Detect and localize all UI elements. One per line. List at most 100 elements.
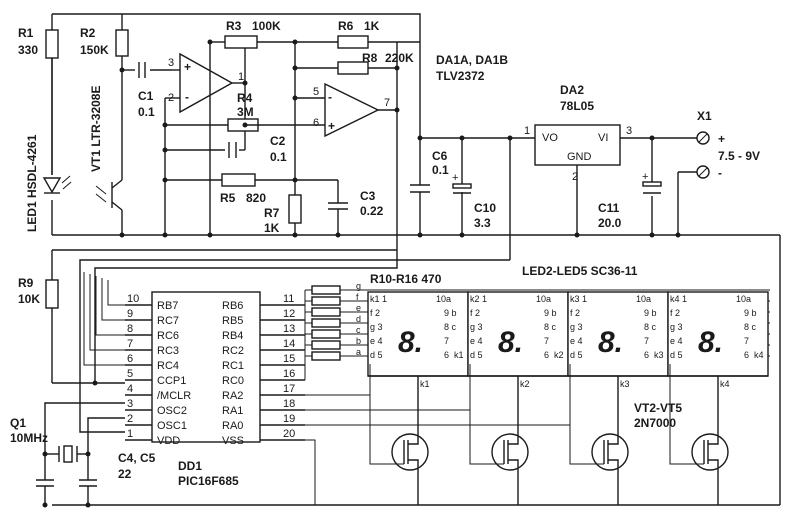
mosfet-source [508,459,519,505]
c6-ref: C6 [432,149,448,163]
opamp-da1b: - + 5 6 7 [313,82,390,138]
segment-letter: d [356,314,361,324]
display-pin-e4: e 4 [470,336,483,346]
mcu-left-pins: RB710RC79RC68RC37RC46CCP15/MCLR4OSC23OSC… [83,272,191,447]
mosfet-body [591,433,629,471]
display-pin-6: 6 [544,350,549,360]
r5-ref: R5 [220,191,236,205]
mcu-pin-name: RC6 [157,330,179,342]
vt1-phototransistor: VT1 LTR-3208E [89,86,123,211]
mcu-dd1: DD1 PIC16F685 [151,291,261,488]
mcu-left-wire [107,280,125,306]
opamp2-pin6: 6 [313,117,319,129]
display-pin-1: 1 [682,294,687,304]
mcu-left-wire [101,278,125,321]
display-pin-8c: 8 c [544,322,557,332]
vss-wire [305,439,316,505]
mcu-pin-number: 5 [127,368,133,380]
mcu-pin-number: 10 [127,293,139,305]
r2-ref: R2 [80,26,96,40]
mcu-pin-number: 1 [127,428,133,440]
resistor-r5: R5 820 [220,173,266,205]
c45-ref: C4, C5 [118,451,156,465]
resistor-r9: R9 10K [18,249,397,384]
display-pin-g3: g 3 [570,322,583,332]
mcu-pin-number: 16 [283,368,295,380]
resistor-r7: R7 1K [264,194,302,235]
opamp2-pin5: 5 [313,86,319,98]
opamp1-pin1: 1 [238,71,244,83]
r1-ref: R1 [18,26,34,40]
c11-value: 20.0 [598,216,622,230]
x1-minus: - [718,166,722,180]
vt-value: 2N7000 [634,416,676,430]
mcu-pin-number: 8 [127,323,133,335]
display-pin-1: 1 [582,294,587,304]
mcu-pin-name: RC1 [222,360,244,372]
da2-ref: DA2 [560,83,584,97]
resistor-r6: R6 1K [295,19,420,49]
mosfet-drain [408,428,419,445]
display-pin-6: 6 [644,350,649,360]
display-pin-g3: g 3 [470,322,483,332]
junction-dots [42,39,681,508]
capacitor-c2: C2 0.1 [228,134,287,164]
mcu-left-wire [95,276,125,336]
mcu-pin-name: RA1 [222,405,243,417]
c1-ref: C1 [138,89,154,103]
capacitor-c1: C1 0.1 [138,62,155,119]
display-pin-9b: 9 b [644,308,657,318]
gate-drive-wire [305,394,371,464]
c11-plus: + [642,171,648,183]
mosfet-drain [508,428,519,445]
display-k-bottom: k1 [420,379,430,389]
leds-label: LED2-LED5 SC36-11 [522,264,638,278]
display-pin-9b: 9 b [544,308,557,318]
mcu-pin-number: 18 [283,398,295,410]
mosfet-drain [608,428,619,445]
resistor-r2: R2 150K [80,26,129,57]
mcu-left-wire [83,272,125,366]
x1-ref: X1 [697,109,712,123]
c2-ref: C2 [270,134,286,148]
display-k-top: k2 [470,294,480,304]
mosfet-vt [469,364,529,505]
mcu-right-pins: RB611RB512RB413RC214RC115RC016RA217RA118… [222,293,305,447]
display-digit-glyph: 8. [698,326,723,359]
opamp2-pin7: 7 [384,97,390,109]
da2-pin3: 3 [626,125,632,137]
mcu-pin-number: 9 [127,308,133,320]
mcu-pin-number: 17 [283,383,295,395]
mcu-pin-number: 13 [283,323,295,335]
capacitor-c11: + C11 20.0 [598,171,662,230]
q1-ref: Q1 [10,416,26,430]
display-pin-g3: g 3 [670,322,683,332]
da2-pin2: 2 [572,171,578,183]
c11-ref: C11 [598,201,620,215]
display-pin-7: 7 [644,336,649,346]
display-pin-6: 6 [444,350,449,360]
mcu-pin-number: 6 [127,353,133,365]
vt-ref: VT2-VT5 [634,401,682,415]
c6-value: 0.1 [432,163,449,177]
display-digit-glyph: 8. [598,326,623,359]
gate-drive-wire [305,424,571,464]
segment-resistor [311,307,341,317]
r6-ref: R6 [338,19,354,33]
display-body [667,291,769,377]
c2-value: 0.1 [270,150,287,164]
mcu-pin-number: 20 [283,428,295,440]
mcu-pin-name: RC3 [157,345,179,357]
r3-value: 100K [252,19,281,33]
r6-value: 1K [364,19,380,33]
mcu-pin-name: RA0 [222,420,243,432]
display-k-mid: k4 [754,350,764,360]
display-pin-7: 7 [444,336,449,346]
mosfet-gate-wire [669,364,704,465]
display-pin-10a: 10a [736,294,751,304]
led1-symbol: LED1 HSDL-4261 [25,134,72,232]
c3-ref: C3 [360,189,376,203]
